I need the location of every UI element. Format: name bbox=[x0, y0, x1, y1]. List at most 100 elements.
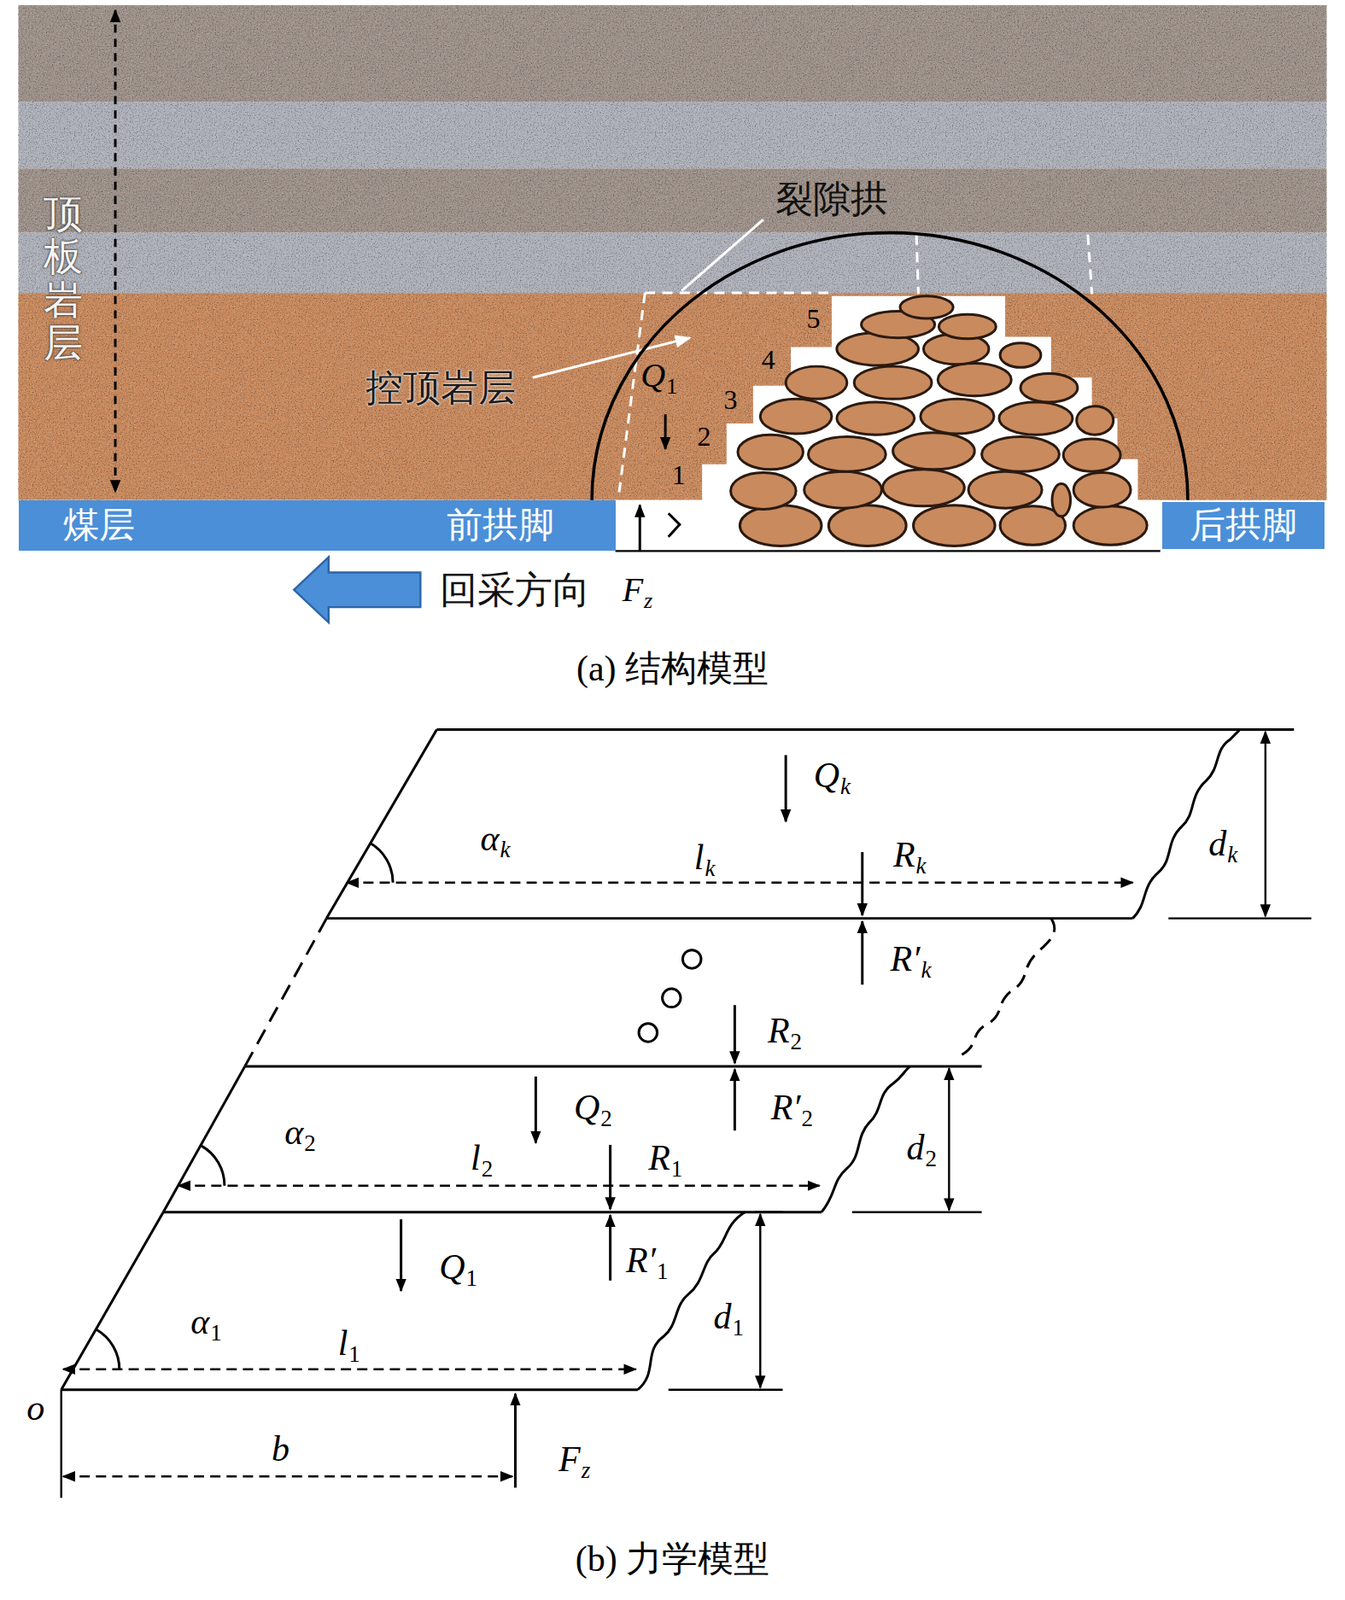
math-symbol: F bbox=[558, 1441, 581, 1478]
fracture-lines-part bbox=[532, 338, 691, 379]
caved-rubble-part bbox=[730, 472, 796, 509]
caved-rubble-part bbox=[999, 402, 1073, 435]
block-outlines-part bbox=[326, 730, 437, 919]
caved-rubble bbox=[730, 296, 1148, 547]
dimension-lines bbox=[61, 731, 1312, 1498]
callout-number: 5 bbox=[806, 304, 820, 333]
load-arrows-part bbox=[860, 852, 864, 916]
dimension-lines-part bbox=[63, 1368, 636, 1371]
caved-rubble-part bbox=[1020, 373, 1078, 402]
block-outlines-part bbox=[662, 988, 682, 1008]
subscript: 2 bbox=[801, 1107, 814, 1131]
math-symbol: l bbox=[694, 839, 705, 876]
caved-rubble-part bbox=[828, 505, 907, 547]
load-arrows-part bbox=[399, 1219, 403, 1292]
load-arrows-part bbox=[534, 1076, 538, 1144]
block-outlines-part bbox=[163, 1210, 822, 1214]
caved-rubble-part bbox=[804, 471, 883, 509]
subscript: z bbox=[581, 1459, 591, 1483]
caved-rubble-part bbox=[836, 402, 915, 435]
math-symbol: α bbox=[480, 820, 500, 857]
caved-rubble-part bbox=[893, 432, 976, 470]
caved-rubble-part bbox=[1063, 438, 1121, 472]
block-outlines-part bbox=[682, 950, 702, 970]
caved-rubble-part bbox=[999, 343, 1041, 369]
caved-rubble-part bbox=[968, 471, 1042, 509]
block-outlines-part bbox=[61, 1388, 638, 1392]
math-symbol: b bbox=[271, 1431, 290, 1468]
load-arrows-part bbox=[733, 1069, 737, 1131]
math-symbol: d bbox=[713, 1298, 732, 1335]
rock-strata-part bbox=[18, 5, 1328, 501]
load-arrows-part bbox=[784, 754, 788, 822]
subscript: k bbox=[704, 857, 715, 881]
subscript: 2 bbox=[600, 1107, 613, 1131]
goaf-cavity-part bbox=[615, 549, 1161, 552]
subscript: k bbox=[840, 775, 851, 799]
block-outlines-part bbox=[201, 1146, 225, 1187]
subscript: 2 bbox=[304, 1132, 316, 1156]
block-outlines-part bbox=[245, 918, 328, 1067]
load-arrows-part bbox=[733, 1005, 737, 1064]
dimension-lines-part bbox=[754, 1211, 783, 1214]
callout-number: 4 bbox=[761, 345, 776, 374]
vertical-label: 顶板岩层 bbox=[43, 192, 83, 365]
caved-rubble-part bbox=[938, 314, 996, 340]
caved-rubble-part bbox=[739, 505, 822, 547]
subscript: k bbox=[500, 838, 511, 862]
caved-rubble-part bbox=[982, 437, 1060, 473]
load-arrows-part bbox=[608, 1145, 612, 1210]
fracture-arch bbox=[591, 233, 1188, 501]
subscript: z bbox=[643, 590, 653, 613]
caved-rubble-part bbox=[807, 437, 886, 473]
subscript: 2 bbox=[924, 1147, 937, 1171]
subscript: 2 bbox=[790, 1030, 803, 1054]
load-arrows-part bbox=[514, 1393, 517, 1488]
dimension-lines-part bbox=[60, 1390, 63, 1499]
block-outlines-part bbox=[245, 1064, 983, 1068]
math-symbol: Q bbox=[813, 757, 840, 794]
caved-rubble-part bbox=[853, 366, 932, 399]
block-outlines-part bbox=[959, 918, 1054, 1057]
caved-rubble-part bbox=[785, 366, 848, 399]
subscript: 1 bbox=[210, 1321, 223, 1345]
math-symbol: l bbox=[338, 1325, 349, 1362]
block-outlines-part bbox=[163, 1066, 246, 1213]
text-label: 回采方向 bbox=[439, 571, 591, 609]
caved-rubble-part bbox=[760, 398, 832, 434]
math-symbol: d bbox=[906, 1129, 924, 1166]
math-symbol: F bbox=[622, 573, 644, 608]
force-arrows-part bbox=[664, 414, 667, 450]
caved-rubble-part bbox=[920, 398, 995, 434]
dimension-lines-part bbox=[1264, 731, 1267, 917]
math-symbol: o bbox=[26, 1390, 45, 1427]
subscript: 1 bbox=[656, 1260, 669, 1284]
dimension-lines-part bbox=[63, 1475, 513, 1478]
dimension-lines-part bbox=[668, 1389, 784, 1392]
fracture-lines bbox=[532, 219, 1093, 498]
callout-number: 3 bbox=[724, 385, 738, 414]
callout-number: 2 bbox=[697, 422, 712, 451]
force-arrows-part bbox=[114, 10, 117, 492]
math-symbol: R′ bbox=[890, 941, 921, 977]
dimension-lines-part bbox=[759, 1214, 761, 1388]
math-symbol: α bbox=[190, 1304, 210, 1340]
dimension-lines-part bbox=[178, 1185, 819, 1188]
subscript: 1 bbox=[671, 1157, 684, 1182]
subscript: 1 bbox=[666, 375, 678, 398]
subscript: 1 bbox=[732, 1316, 745, 1340]
fracture-lines-part bbox=[916, 234, 919, 294]
math-symbol: R bbox=[893, 836, 916, 873]
force-arrows bbox=[115, 10, 680, 551]
subscript: 1 bbox=[348, 1343, 361, 1367]
block-outlines-part bbox=[638, 1023, 658, 1043]
mining-direction-arrow-part bbox=[293, 557, 421, 623]
math-symbol: R′ bbox=[625, 1242, 656, 1279]
math-symbol: Q bbox=[438, 1249, 465, 1286]
force-arrows-part bbox=[668, 513, 680, 537]
load-arrows-part bbox=[860, 921, 864, 985]
block-outlines-part bbox=[637, 1212, 745, 1391]
block-outlines-part bbox=[326, 917, 1133, 920]
math-symbol: α bbox=[284, 1114, 304, 1151]
